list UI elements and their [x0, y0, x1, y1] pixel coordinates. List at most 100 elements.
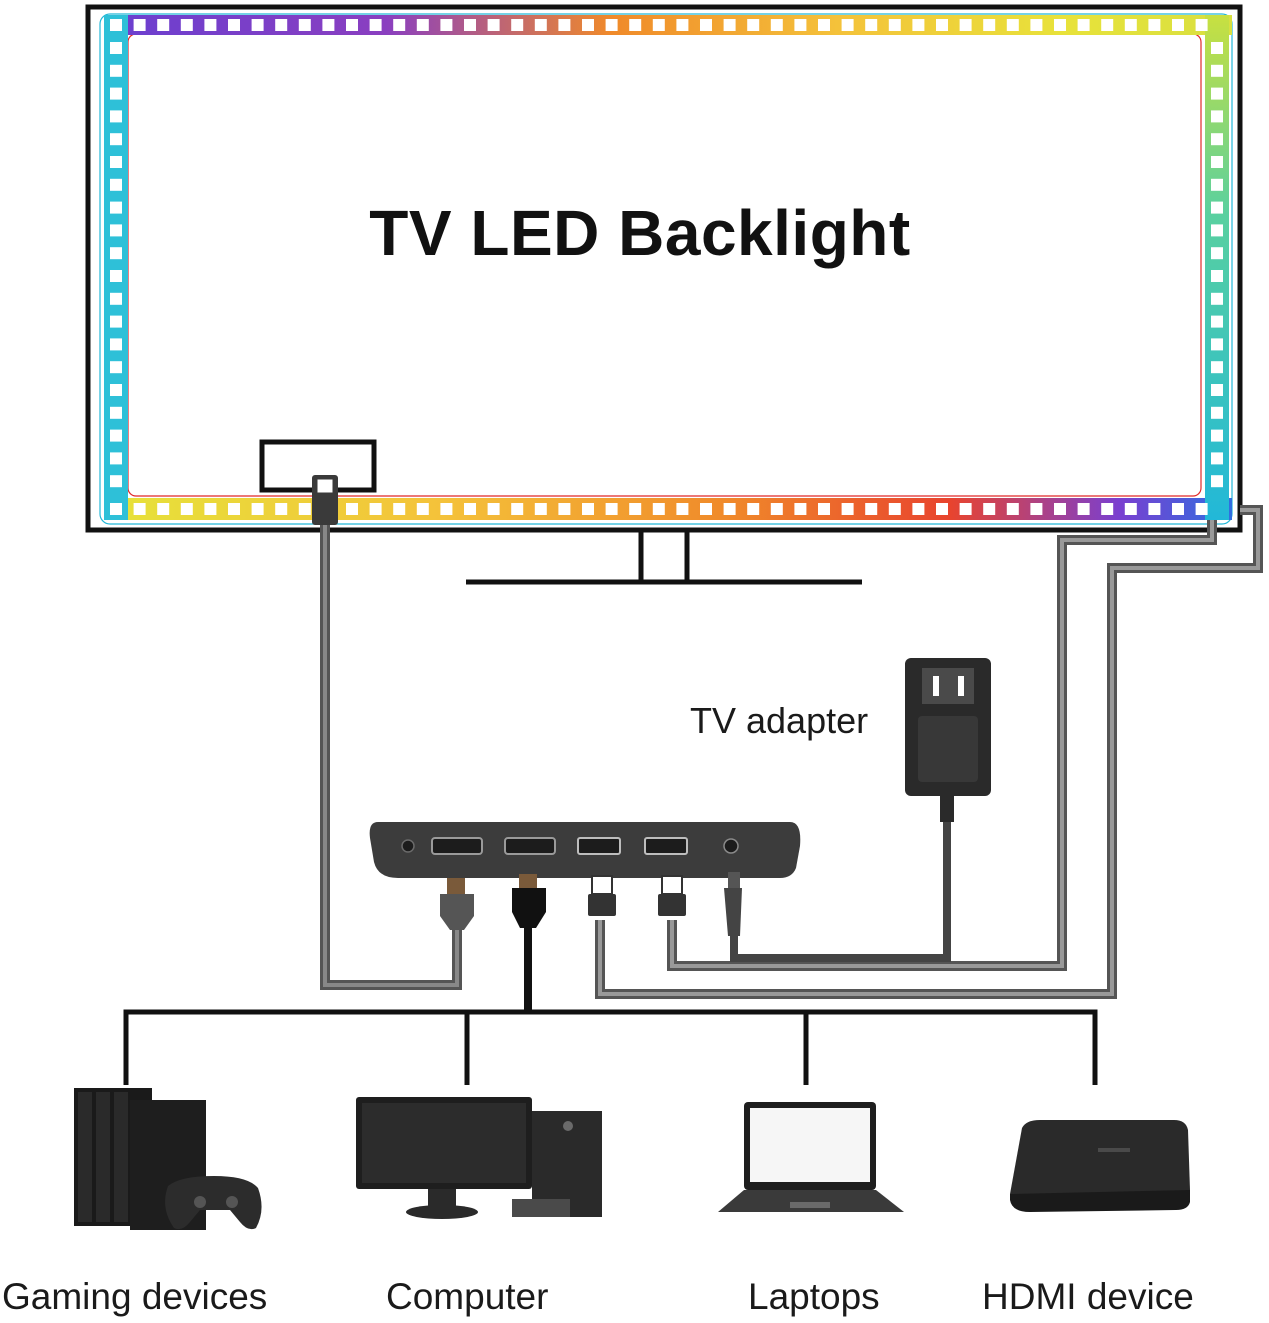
label-gaming-devices: Gaming devices [2, 1276, 268, 1317]
led-chip [204, 19, 217, 31]
label-hdmi-device: HDMI device [982, 1276, 1194, 1317]
led-chip [747, 503, 760, 515]
led-chip [959, 503, 972, 515]
hdmi-plug-black [512, 888, 546, 928]
led-chip [676, 503, 689, 515]
led-chip [865, 503, 878, 515]
led-chip [700, 19, 712, 31]
port-usb-1 [577, 837, 621, 855]
led-chip [464, 503, 476, 515]
led-chip [1124, 19, 1137, 31]
led-chip [369, 19, 382, 31]
led-chip [110, 270, 122, 282]
led-chip [747, 19, 760, 31]
hdmi-box-icon [1010, 1120, 1190, 1212]
led-chip [770, 19, 783, 31]
led-chip [1054, 503, 1066, 515]
led-chip [652, 19, 665, 31]
laptop-icon [718, 1102, 904, 1212]
led-chip [1101, 503, 1114, 515]
led-chip [298, 503, 311, 515]
tv-stand-neck [638, 527, 690, 585]
led-chip [1211, 247, 1223, 260]
led-chip [912, 503, 925, 515]
laptop-keyboard [718, 1190, 904, 1212]
led-chip [605, 503, 618, 515]
led-chip [322, 19, 335, 31]
led-chip [110, 42, 122, 54]
game-console-icon [74, 1088, 262, 1230]
led-chip [770, 503, 783, 515]
led-chip [652, 503, 665, 515]
tv [85, 4, 1243, 585]
led-chip [1211, 133, 1223, 146]
led-chip [110, 406, 122, 419]
led-chip [110, 384, 122, 396]
led-chip [157, 19, 170, 31]
led-chip [1006, 503, 1019, 515]
led-chips [110, 19, 1223, 515]
led-chip [110, 292, 122, 305]
led-chip [110, 64, 122, 77]
led-chip [157, 503, 170, 515]
led-strip-bottom [104, 498, 1232, 520]
port-usb-2 [644, 837, 688, 855]
led-chip [110, 224, 122, 237]
led-chip [1211, 42, 1223, 54]
led-strip-top [104, 15, 1232, 35]
led-chip [110, 110, 122, 123]
led-chip [511, 503, 524, 515]
led-chip [888, 503, 901, 515]
led-chip [110, 201, 122, 214]
led-chip [110, 475, 122, 488]
led-chip [440, 19, 453, 31]
led-chip [346, 503, 358, 515]
led-chip [416, 19, 429, 31]
led-chip [110, 133, 122, 146]
label-laptops: Laptops [748, 1276, 880, 1317]
hdmi-plug-grey [440, 894, 474, 930]
port-hdmi-in [504, 837, 556, 855]
led-chip [676, 19, 689, 31]
led-chip [1211, 201, 1223, 214]
led-chip [180, 19, 193, 31]
led-chip [1148, 19, 1161, 31]
led-chip [1101, 19, 1114, 31]
led-chip [275, 503, 288, 515]
led-chip [912, 19, 925, 31]
led-chip [794, 503, 807, 515]
led-chip [110, 87, 122, 100]
led-chip [582, 503, 594, 515]
usb-plug-1 [588, 894, 616, 916]
led-chip [605, 19, 618, 31]
port-dc [723, 838, 739, 854]
led-chip [794, 19, 807, 31]
led-chip [629, 19, 642, 31]
led-chip [1054, 19, 1066, 31]
port-dc-in [401, 839, 415, 853]
led-chip [180, 503, 193, 515]
led-chip [558, 19, 571, 31]
led-chip [110, 247, 122, 260]
led-chip [723, 19, 736, 31]
usb-plug-2 [658, 894, 686, 916]
led-chip [1211, 178, 1223, 191]
led-chip [582, 19, 594, 31]
led-chip [723, 503, 736, 515]
led-chip [1211, 475, 1223, 488]
led-chip [133, 19, 146, 31]
led-chip [841, 19, 854, 31]
led-chip [110, 19, 122, 31]
led-chip [1211, 384, 1223, 396]
led-chip [983, 19, 996, 31]
led-chip [1211, 338, 1223, 351]
led-chip [1211, 110, 1223, 123]
cables [123, 505, 1263, 1085]
led-chip [487, 503, 500, 515]
led-chip [110, 156, 122, 168]
led-chip [110, 452, 122, 465]
led-chip [110, 503, 122, 515]
diagram-title: TV LED Backlight [369, 197, 911, 269]
led-chip [511, 19, 524, 31]
